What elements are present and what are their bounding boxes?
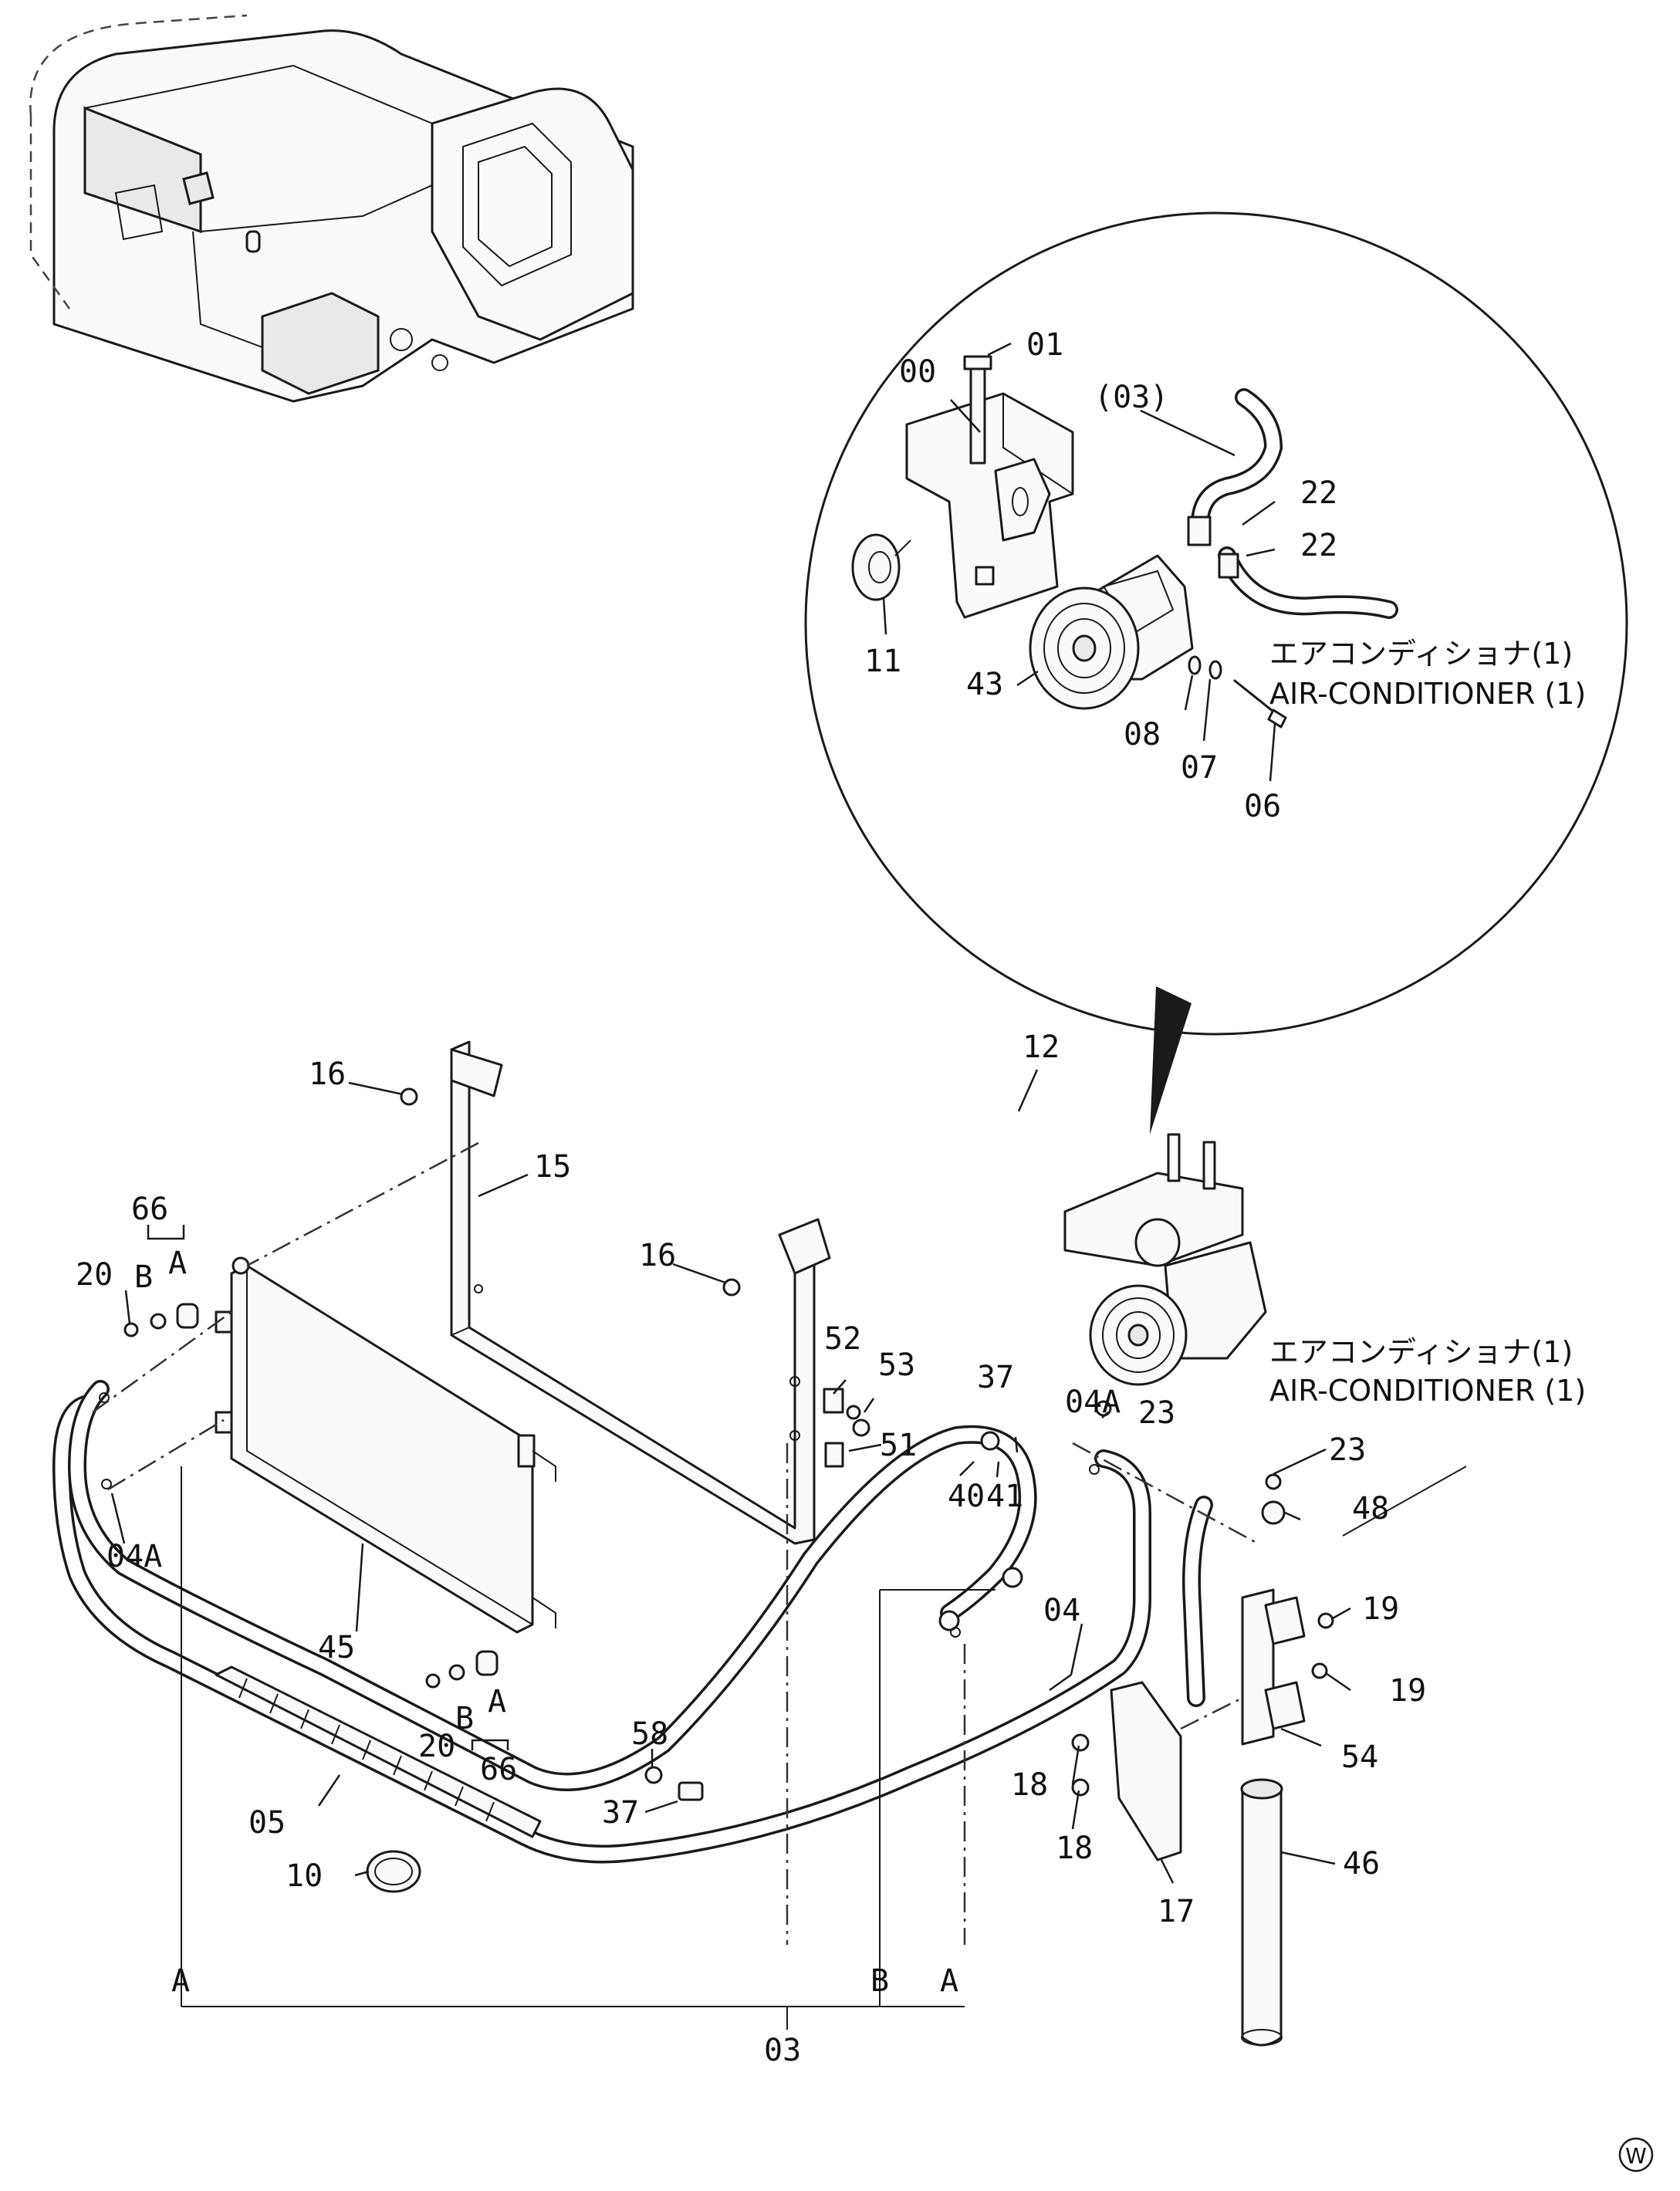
caption-lower-en: AIR-CONDITIONER (1) — [1269, 1374, 1586, 1408]
callout-20: 20 — [76, 1257, 113, 1293]
callout-15: 15 — [534, 1149, 571, 1185]
callout-11: 11 — [864, 644, 901, 679]
callout-00: 00 — [899, 354, 936, 390]
compressor-bracket — [905, 392, 1074, 619]
phantom-lines — [92, 1141, 1467, 2030]
callout-07: 07 — [1181, 750, 1218, 786]
callout-52: 52 — [824, 1321, 861, 1357]
callout-a: A — [488, 1684, 506, 1719]
callout-16: 16 — [309, 1057, 346, 1092]
captions: エアコンディショナ(1) AIR-CONDITIONER (1) エアコンディシ… — [1269, 637, 1586, 1408]
callout-04a: 04A — [1065, 1385, 1121, 1420]
callout-45: 45 — [318, 1630, 355, 1665]
callout-05: 05 — [248, 1805, 286, 1841]
callout-a: A — [940, 1963, 958, 1999]
callout-46: 46 — [1343, 1846, 1380, 1882]
callout-43: 43 — [966, 667, 1003, 702]
callout-37: 37 — [977, 1360, 1014, 1395]
machine-overview-illustration — [29, 14, 634, 403]
caption-upper-en: AIR-CONDITIONER (1) — [1269, 677, 1586, 711]
hose-protector — [215, 1665, 542, 1838]
refrigerant-hoses — [52, 1380, 1213, 1864]
condenser — [215, 1256, 556, 1634]
receiver-drier — [1241, 1781, 1283, 2047]
callout-03-paren: (03) — [1094, 380, 1168, 415]
callout-18: 18 — [1056, 1831, 1093, 1866]
compressor-detail-circle — [804, 211, 1628, 1134]
callout-53: 53 — [878, 1347, 915, 1383]
callout-01: 01 — [1026, 327, 1063, 363]
caption-lower-jp: エアコンディショナ(1) — [1269, 1335, 1573, 1369]
condenser-support-frame — [450, 1040, 831, 1545]
callout-leaders — [110, 342, 1351, 1884]
callout-16: 16 — [639, 1238, 676, 1273]
callout-23: 23 — [1329, 1432, 1366, 1468]
callout-66: 66 — [131, 1192, 168, 1227]
callout-22: 22 — [1300, 528, 1337, 563]
mount-bracket-17 — [1110, 1681, 1182, 1861]
callout-37: 37 — [602, 1795, 639, 1831]
callout-18: 18 — [1011, 1767, 1048, 1803]
callout-04: 04 — [1043, 1593, 1080, 1628]
callout-12: 12 — [1023, 1030, 1060, 1065]
hose-05 — [52, 1395, 1151, 1864]
receiver-drier-assembly — [1110, 1500, 1306, 2047]
callout-23: 23 — [1138, 1395, 1175, 1431]
callout-b: B — [870, 1963, 889, 1999]
callout-19: 19 — [1389, 1673, 1426, 1709]
callout-b: B — [134, 1259, 153, 1295]
corner-mark: W — [1618, 2137, 1654, 2172]
callout-b: B — [455, 1701, 474, 1736]
corner-mark-letter: W — [1625, 2143, 1647, 2169]
callout-54: 54 — [1341, 1740, 1378, 1775]
callout-66: 66 — [480, 1752, 517, 1787]
callout-04a: 04A — [106, 1539, 162, 1574]
fasteners — [99, 1087, 1334, 1801]
compressor — [1029, 554, 1194, 710]
callout-48: 48 — [1352, 1491, 1389, 1527]
callout-17: 17 — [1158, 1894, 1195, 1929]
callout-06: 06 — [1244, 789, 1281, 824]
detail-pointer — [1150, 986, 1192, 1134]
callout-10: 10 — [286, 1858, 323, 1894]
bolt-01 — [969, 361, 986, 465]
callout-41: 41 — [986, 1479, 1023, 1514]
callout-58: 58 — [631, 1716, 668, 1752]
callout-51: 51 — [880, 1428, 917, 1463]
callout-labels: 00 01 (03) 22 22 11 43 08 07 06 12 16 15… — [76, 327, 1426, 2068]
callout-08: 08 — [1124, 717, 1161, 752]
idler-pulley — [851, 533, 901, 601]
callout-40: 40 — [948, 1479, 985, 1514]
callout-a: A — [168, 1246, 187, 1281]
callout-a: A — [171, 1963, 190, 1999]
compressor-belt-assembly — [897, 1080, 1267, 1386]
callout-20: 20 — [418, 1729, 455, 1764]
callout-19: 19 — [1362, 1591, 1399, 1627]
caption-upper-jp: エアコンディショナ(1) — [1269, 637, 1573, 671]
callout-03: 03 — [764, 2033, 801, 2068]
callout-22: 22 — [1300, 475, 1337, 511]
